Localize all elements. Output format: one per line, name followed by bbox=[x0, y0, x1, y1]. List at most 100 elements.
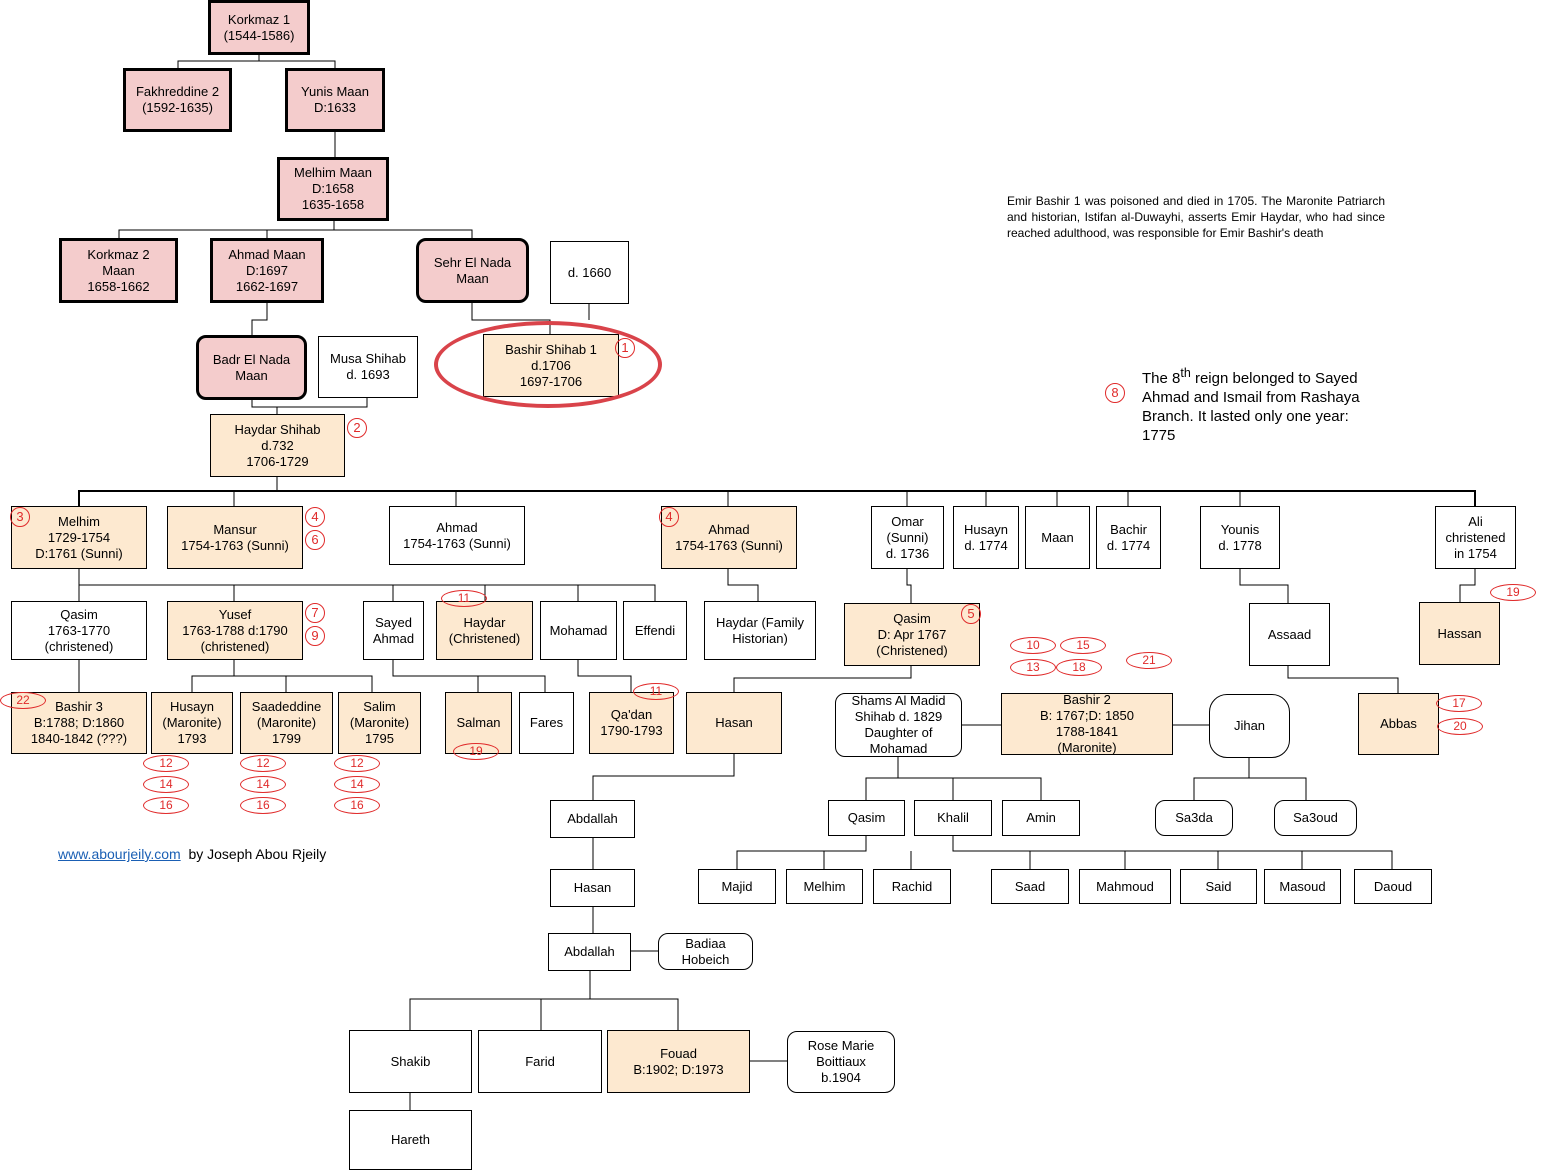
name-line: Husayn bbox=[169, 699, 215, 714]
person-majid[interactable]: Majid bbox=[698, 869, 776, 904]
person-assaad[interactable]: Assaad bbox=[1249, 603, 1330, 666]
reign-note-start: The 8 bbox=[1142, 370, 1181, 387]
person-mohamad[interactable]: Mohamad bbox=[540, 601, 617, 660]
person-daoud[interactable]: Daoud bbox=[1354, 869, 1432, 904]
person-farid[interactable]: Farid bbox=[478, 1030, 602, 1093]
person-said[interactable]: Said bbox=[1180, 869, 1257, 904]
name-line: Farid bbox=[525, 1053, 555, 1069]
person-sa3oud[interactable]: Sa3oud bbox=[1274, 800, 1357, 836]
person-d1660[interactable]: d. 1660 bbox=[550, 241, 629, 304]
person-melhim-son[interactable]: Melhim bbox=[786, 869, 863, 904]
marker-22: 22 bbox=[0, 692, 46, 709]
person-masoud[interactable]: Masoud bbox=[1264, 869, 1341, 904]
website-link[interactable]: www.abourjeily.com bbox=[58, 846, 181, 862]
name-line: Yunis Maan bbox=[301, 84, 369, 99]
person-abdallah-grandson[interactable]: Abdallah bbox=[548, 933, 631, 971]
name-line: Fares bbox=[529, 715, 564, 730]
person-amin[interactable]: Amin bbox=[1002, 800, 1080, 836]
person-abbas[interactable]: Abbas bbox=[1358, 693, 1439, 755]
marker-14-saadeddine: 14 bbox=[240, 776, 286, 793]
name-line: Jihan bbox=[1233, 718, 1266, 733]
marker-11-qadan: 11 bbox=[633, 683, 679, 700]
person-sa3da[interactable]: Sa3da bbox=[1155, 800, 1233, 836]
person-maan[interactable]: Maan bbox=[1025, 506, 1090, 569]
person-husayn-maronite[interactable]: Husayn(Maronite)1793 bbox=[151, 692, 233, 754]
person-hassan[interactable]: Hassan bbox=[1419, 602, 1500, 665]
detail-line: Mohamad bbox=[869, 741, 928, 756]
person-hasan-grandson[interactable]: Hasan bbox=[550, 869, 635, 907]
name-line: Abdallah bbox=[564, 944, 615, 959]
detail-line: (1592-1635) bbox=[142, 100, 213, 115]
name-line: Qasim bbox=[847, 810, 886, 825]
name-line: Sehr El Nada bbox=[433, 254, 512, 270]
person-fares[interactable]: Fares bbox=[519, 692, 574, 754]
marker-13: 13 bbox=[1010, 659, 1056, 676]
person-mahmoud[interactable]: Mahmoud bbox=[1079, 869, 1171, 904]
detail-line: 1706-1729 bbox=[246, 453, 309, 469]
credit-line: www.abourjeily.com by Joseph Abou Rjeily bbox=[58, 846, 326, 862]
person-shakib[interactable]: Shakib bbox=[349, 1030, 472, 1093]
marker-10: 10 bbox=[1010, 637, 1056, 654]
detail-line: d.732 bbox=[261, 437, 294, 453]
detail-line: 1729-1754 bbox=[47, 529, 111, 545]
detail-line: d. 1736 bbox=[885, 545, 930, 561]
person-hareth[interactable]: Hareth bbox=[349, 1110, 472, 1170]
person-salim[interactable]: Salim(Maronite)1795 bbox=[338, 692, 421, 754]
detail-line: 1754-1763 (Sunni) bbox=[403, 535, 511, 551]
person-saadeddine[interactable]: Saadeddine(Maronite)1799 bbox=[240, 692, 333, 754]
person-jihan[interactable]: Jihan bbox=[1209, 694, 1290, 758]
person-omar[interactable]: Omar(Sunni)d. 1736 bbox=[871, 506, 944, 569]
person-khalil[interactable]: Khalil bbox=[914, 800, 992, 836]
name-line: Hasan bbox=[573, 880, 612, 895]
name-line: Rachid bbox=[891, 878, 933, 894]
person-rachid[interactable]: Rachid bbox=[873, 869, 951, 904]
name-line: Melhim bbox=[58, 513, 100, 529]
name-line: Korkmaz 1 bbox=[227, 11, 291, 27]
person-haydar-christened[interactable]: Haydar(Christened) bbox=[436, 601, 533, 660]
name-line: Mansur bbox=[213, 521, 257, 537]
detail-line: (Maronite) bbox=[256, 715, 317, 730]
person-saad[interactable]: Saad bbox=[991, 869, 1069, 904]
name-line: Badr El Nada bbox=[212, 351, 291, 367]
person-qasim-son[interactable]: Qasim bbox=[828, 800, 905, 836]
person-abdallah[interactable]: Abdallah bbox=[550, 800, 635, 838]
person-fakhreddine2[interactable]: Fakhreddine 2(1592-1635) bbox=[123, 68, 232, 132]
marker-16-husayn: 16 bbox=[143, 797, 189, 814]
name-line: Qasim bbox=[60, 606, 98, 622]
person-korkmaz1[interactable]: Korkmaz 1(1544-1586) bbox=[208, 0, 310, 55]
person-effendi[interactable]: Effendi bbox=[623, 601, 687, 660]
name-line: Effendi bbox=[634, 622, 676, 638]
detail-line: Maan bbox=[102, 262, 135, 278]
name-line: Sayed bbox=[375, 614, 412, 630]
person-hasan[interactable]: Hasan bbox=[686, 692, 782, 754]
detail-line: Maan bbox=[456, 270, 489, 286]
